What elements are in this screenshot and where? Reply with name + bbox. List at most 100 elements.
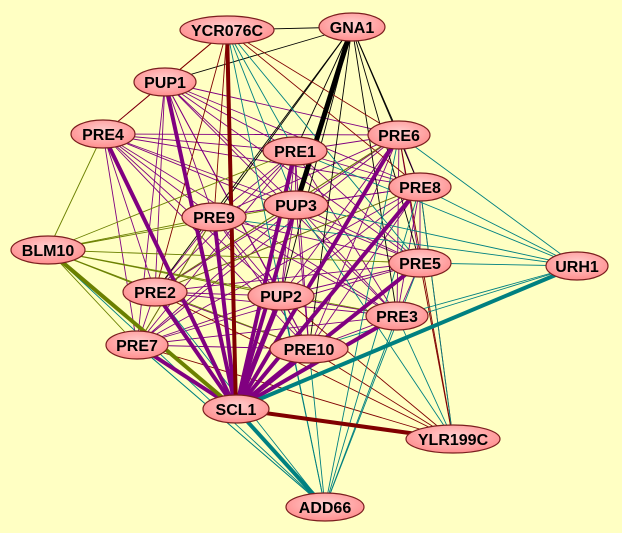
edge-ylr199c-pre5 [419, 262, 454, 440]
node-pup2[interactable]: PUP2 [247, 281, 315, 311]
edge-pre8-pup2 [280, 186, 421, 297]
edge-pre8-pre10 [308, 186, 421, 350]
node-shape[interactable] [202, 394, 270, 424]
edge-gna1-pup1 [164, 26, 353, 83]
node-label: PUP2 [260, 289, 302, 306]
edge-pup1-pre6 [164, 81, 400, 136]
node-label: PUP3 [275, 198, 317, 215]
node-shape[interactable] [367, 120, 431, 150]
node-shape[interactable] [365, 301, 429, 331]
node-pre4[interactable]: PRE4 [70, 119, 136, 149]
node-pre2[interactable]: PRE2 [122, 277, 188, 307]
node-pre9[interactable]: PRE9 [181, 202, 247, 232]
node-pre3[interactable]: PRE3 [365, 301, 429, 331]
edge-ycr076c-pup3 [226, 29, 297, 206]
node-label: PRE8 [399, 180, 441, 197]
node-label: PRE7 [116, 338, 158, 355]
edge-pre6-pre7 [136, 134, 400, 346]
node-shape[interactable] [10, 235, 86, 265]
node-label: PRE4 [82, 127, 124, 144]
edge-blm10-pre1 [47, 150, 296, 251]
node-shape[interactable] [179, 15, 275, 45]
edge-urh1-pre10 [308, 265, 578, 350]
edge-ylr199c-pre2 [154, 291, 454, 440]
node-shape[interactable] [285, 492, 365, 522]
node-label: BLM10 [22, 243, 75, 260]
node-label: PRE6 [378, 128, 420, 145]
node-shape[interactable] [388, 248, 452, 278]
node-shape[interactable] [269, 334, 349, 364]
edge-pre6-pre3 [396, 134, 400, 317]
node-label: PRE9 [193, 210, 235, 227]
edge-add66-pre8 [324, 186, 421, 508]
edge-scl1-pre8 [234, 185, 422, 411]
node-shape[interactable] [105, 330, 169, 360]
node-gna1[interactable]: GNA1 [318, 12, 386, 42]
node-pre5[interactable]: PRE5 [388, 248, 452, 278]
edge-gna1-pre3 [351, 26, 398, 317]
node-label: URH1 [555, 259, 599, 276]
node-shape[interactable] [545, 251, 609, 281]
edge-pre6-pre10 [308, 134, 400, 350]
node-pre7[interactable]: PRE7 [105, 330, 169, 360]
node-label: PUP1 [144, 75, 186, 92]
node-ylr199c[interactable]: YLR199C [405, 424, 501, 454]
node-shape[interactable] [262, 136, 328, 166]
edge-ycr076c-pre8 [226, 29, 421, 188]
node-shape[interactable] [122, 277, 188, 307]
node-shape[interactable] [388, 172, 452, 202]
node-shape[interactable] [247, 281, 315, 311]
edge-blm10-pre4 [47, 133, 104, 251]
edge-pup3-pre2 [154, 204, 297, 293]
node-pup3[interactable]: PUP3 [263, 190, 329, 220]
node-pre8[interactable]: PRE8 [388, 172, 452, 202]
edge-blm10-scl1 [46, 248, 238, 411]
edge-urh1-pre1 [294, 150, 578, 267]
edge-add66-pre6 [324, 134, 400, 508]
edge-urh1-pre9 [213, 216, 578, 267]
node-shape[interactable] [318, 12, 386, 42]
node-label: GNA1 [330, 20, 375, 37]
node-urh1[interactable]: URH1 [545, 251, 609, 281]
edge-pre2-pre5 [154, 262, 421, 293]
node-label: PRE5 [399, 256, 441, 273]
edge-scl1-pup1 [163, 81, 238, 410]
node-shape[interactable] [70, 119, 136, 149]
edge-pup3-pre7 [136, 204, 297, 346]
edge-pup1-pre9 [164, 81, 215, 218]
edge-ylr199c-pre10 [308, 348, 454, 440]
edge-pup1-pre2 [154, 81, 166, 293]
edge-pre4-pre6 [102, 133, 400, 136]
node-scl1[interactable]: SCL1 [202, 394, 270, 424]
node-pre6[interactable]: PRE6 [367, 120, 431, 150]
node-shape[interactable] [405, 424, 501, 454]
node-pre10[interactable]: PRE10 [269, 334, 349, 364]
node-label: SCL1 [216, 402, 257, 419]
edge-pre4-pre9 [102, 133, 215, 218]
node-label: PRE2 [134, 285, 176, 302]
edge-ycr076c-pre6 [226, 29, 400, 136]
edge-pre4-pre7 [102, 133, 138, 346]
edge-pre9-pre10 [213, 216, 310, 350]
node-shape[interactable] [181, 202, 247, 232]
node-shape[interactable] [263, 190, 329, 220]
edge-urh1-pre3 [396, 265, 578, 317]
node-blm10[interactable]: BLM10 [10, 235, 86, 265]
edge-ycr076c-pre1 [226, 29, 296, 152]
node-add66[interactable]: ADD66 [285, 492, 365, 522]
edge-scl1-pre4 [101, 133, 238, 410]
node-shape[interactable] [133, 67, 197, 97]
edge-urh1-pre6 [398, 134, 578, 267]
edge-scl1-add66 [234, 407, 327, 509]
node-pup1[interactable]: PUP1 [133, 67, 197, 97]
node-ycr076c[interactable]: YCR076C [179, 15, 275, 45]
edge-gna1-pre10 [308, 26, 353, 350]
edge-scl1-pre6 [234, 133, 401, 411]
edge-blm10-pup3 [47, 204, 297, 251]
edge-ycr076c-pre2 [154, 29, 228, 293]
edge-ylr199c-pre7 [136, 344, 454, 440]
edge-scl1-urh1 [235, 264, 578, 411]
node-pre1[interactable]: PRE1 [262, 136, 328, 166]
